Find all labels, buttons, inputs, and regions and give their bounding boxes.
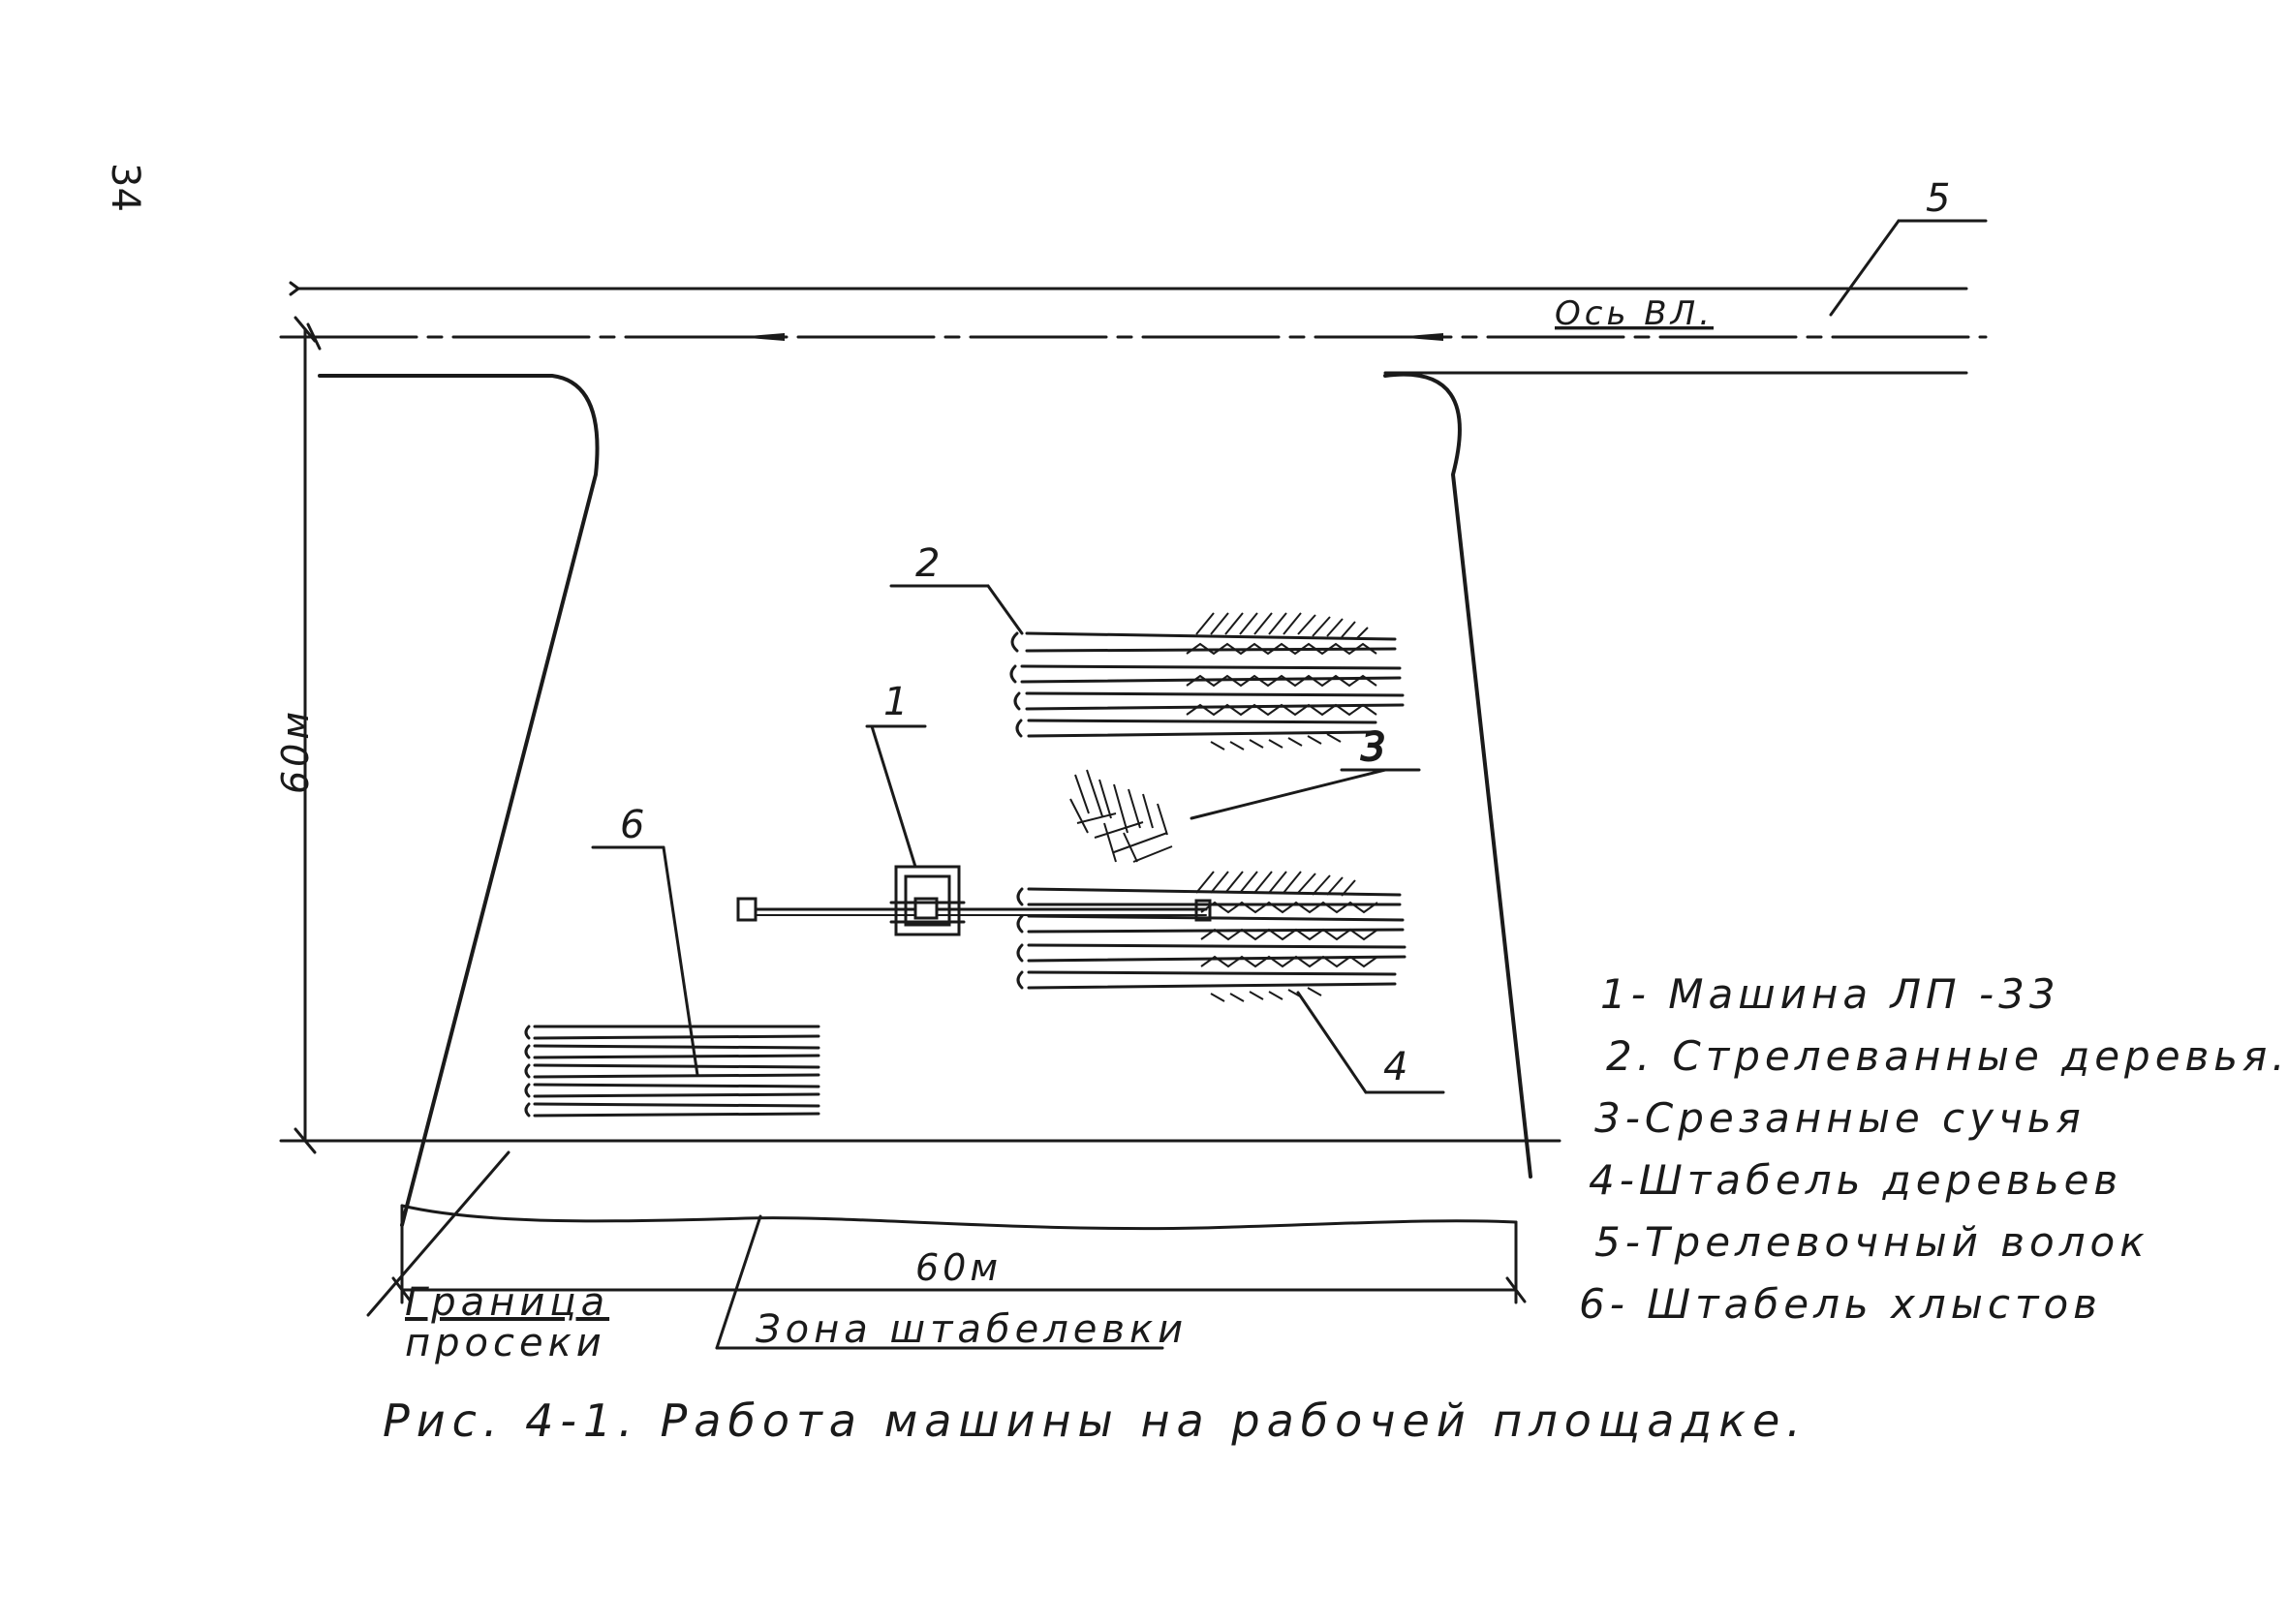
width-label: 60м bbox=[915, 1246, 1002, 1289]
stacking-zone-boundary bbox=[400, 1204, 1518, 1231]
callout-4: 4 bbox=[1383, 1045, 1407, 1089]
legend-item: 1- Машина ЛП -33 bbox=[1600, 970, 2060, 1018]
axis-label: Ось ВЛ. bbox=[1555, 294, 1714, 333]
boundary-leader bbox=[366, 1150, 510, 1317]
legend-item: 3-Срезанные сучья bbox=[1594, 1094, 2086, 1142]
figure-caption: Рис. 4-1. Работа машины на рабочей площа… bbox=[383, 1394, 1808, 1447]
legend-item: 2. Стрелеванные деревья. bbox=[1606, 1032, 2288, 1080]
legend-item: 4-Штабель деревьев bbox=[1589, 1156, 2123, 1204]
callout-5: 5 bbox=[1829, 176, 1988, 317]
log-stack: 6 bbox=[524, 803, 820, 1118]
zone-leader bbox=[715, 1214, 762, 1350]
boundary-label: Граница просеки bbox=[405, 1280, 610, 1365]
height-dimension: 60м bbox=[274, 316, 317, 1154]
machine-lp33: 1 bbox=[736, 680, 1212, 936]
callout-6: 6 bbox=[620, 803, 644, 847]
felled-trees: 2 bbox=[889, 541, 1405, 751]
width-dimension: 60м bbox=[391, 1204, 1527, 1304]
callout-3: 3 bbox=[1361, 725, 1385, 770]
cut-branches: 3 bbox=[1069, 724, 1421, 863]
power-line-axis: Ось ВЛ. bbox=[279, 294, 1988, 351]
svg-text:5: 5 bbox=[1926, 176, 1950, 221]
legend-item: 5-Трелевочный волок bbox=[1594, 1218, 2149, 1266]
callout-2: 2 bbox=[915, 541, 940, 586]
zone-label: Зона штабелевки bbox=[756, 1307, 1189, 1352]
legend-item: 6- Штабель хлыстов bbox=[1579, 1280, 2102, 1328]
crown-hatching-top bbox=[1186, 612, 1377, 751]
height-label: 60м bbox=[274, 708, 317, 794]
legend: 1- Машина ЛП -33 2. Стрелеванные деревья… bbox=[1579, 964, 2288, 1335]
callout-1: 1 bbox=[883, 680, 908, 724]
tree-stack: 4 bbox=[1016, 871, 1445, 1094]
skidding-trail bbox=[289, 281, 1968, 375]
work-site-outline bbox=[318, 372, 1532, 1227]
